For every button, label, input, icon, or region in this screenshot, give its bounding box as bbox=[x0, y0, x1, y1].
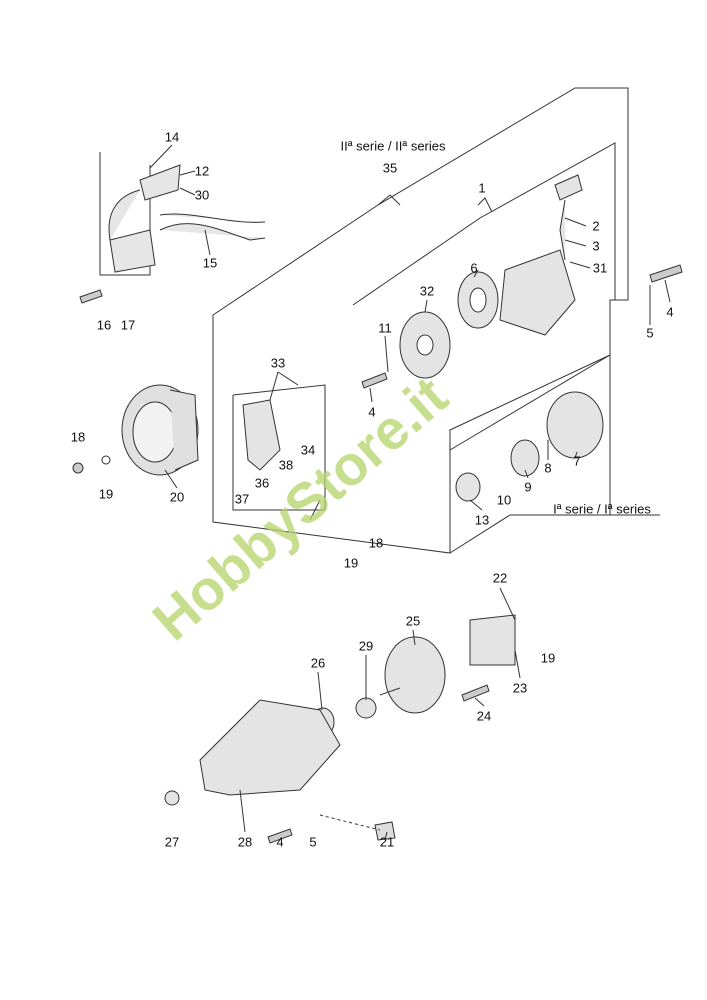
part-label: 37 bbox=[234, 491, 250, 507]
part-label: 12 bbox=[194, 163, 210, 179]
part-label: 4 bbox=[666, 304, 674, 320]
plug-part bbox=[374, 821, 396, 841]
part-label: 1 bbox=[478, 180, 486, 196]
leader-lines bbox=[149, 144, 671, 841]
part-label: 10 bbox=[496, 492, 512, 508]
part-label: 20 bbox=[169, 489, 185, 505]
part-label: 27 bbox=[164, 834, 180, 850]
part-label: 26 bbox=[310, 655, 326, 671]
flywheel-part bbox=[121, 384, 199, 476]
part-label: 38 bbox=[278, 457, 294, 473]
part-label: 6 bbox=[470, 260, 478, 276]
part-label: 24 bbox=[476, 708, 492, 724]
washer-part bbox=[101, 455, 111, 465]
ignition-module-part bbox=[242, 399, 281, 471]
clutch-drum-part bbox=[455, 391, 604, 502]
part-label: 4 bbox=[276, 834, 284, 850]
part-label: 19 bbox=[343, 555, 359, 571]
part-label: 25 bbox=[405, 613, 421, 629]
series-label-second: IIª serie / IIª series bbox=[340, 138, 446, 154]
part-label: 17 bbox=[120, 317, 136, 333]
group-outline-14 bbox=[99, 152, 151, 276]
part-label: 9 bbox=[524, 479, 532, 495]
part-label: 22 bbox=[492, 570, 508, 586]
bracket-1 bbox=[477, 197, 493, 213]
part-label: 30 bbox=[194, 187, 210, 203]
part-label: 23 bbox=[512, 680, 528, 696]
part-label: 33 bbox=[270, 355, 286, 371]
part-label: 11 bbox=[378, 320, 392, 336]
part-label: 18 bbox=[70, 429, 86, 445]
part-label: 36 bbox=[254, 475, 270, 491]
part-label: 35 bbox=[382, 160, 398, 176]
ignition-coil-part bbox=[108, 164, 266, 273]
part-label: 7 bbox=[573, 453, 581, 469]
bolt-part bbox=[79, 264, 683, 844]
part-label: 5 bbox=[309, 834, 317, 850]
nut-part bbox=[72, 462, 84, 474]
part-label: 31 bbox=[592, 260, 608, 276]
part-label: 16 bbox=[96, 317, 112, 333]
part-label: 19 bbox=[540, 650, 556, 666]
series-label-first: Iª serie / Iª series bbox=[553, 501, 651, 517]
part-label: 32 bbox=[419, 283, 435, 299]
part-label: 13 bbox=[474, 512, 490, 528]
part-label: 4 bbox=[368, 404, 376, 420]
part-label: 3 bbox=[592, 238, 600, 254]
part-label: 8 bbox=[544, 460, 552, 476]
gear-housing-part bbox=[199, 699, 341, 796]
group-outline-1 bbox=[352, 142, 616, 306]
part-label: 5 bbox=[646, 325, 654, 341]
part-label: 18 bbox=[368, 535, 384, 551]
part-label: 28 bbox=[237, 834, 253, 850]
part-label: 19 bbox=[98, 486, 114, 502]
part-label: 2 bbox=[592, 218, 600, 234]
part-label: 29 bbox=[358, 638, 374, 654]
part-label: 15 bbox=[202, 255, 218, 271]
part-label: 34 bbox=[300, 442, 316, 458]
group-outline-35 bbox=[212, 87, 629, 554]
part-label: 14 bbox=[164, 129, 180, 145]
group-outline-33 bbox=[232, 384, 326, 511]
starter-housing-part bbox=[399, 174, 583, 379]
bracket-35 bbox=[377, 194, 401, 206]
part-label: 21 bbox=[379, 834, 395, 850]
